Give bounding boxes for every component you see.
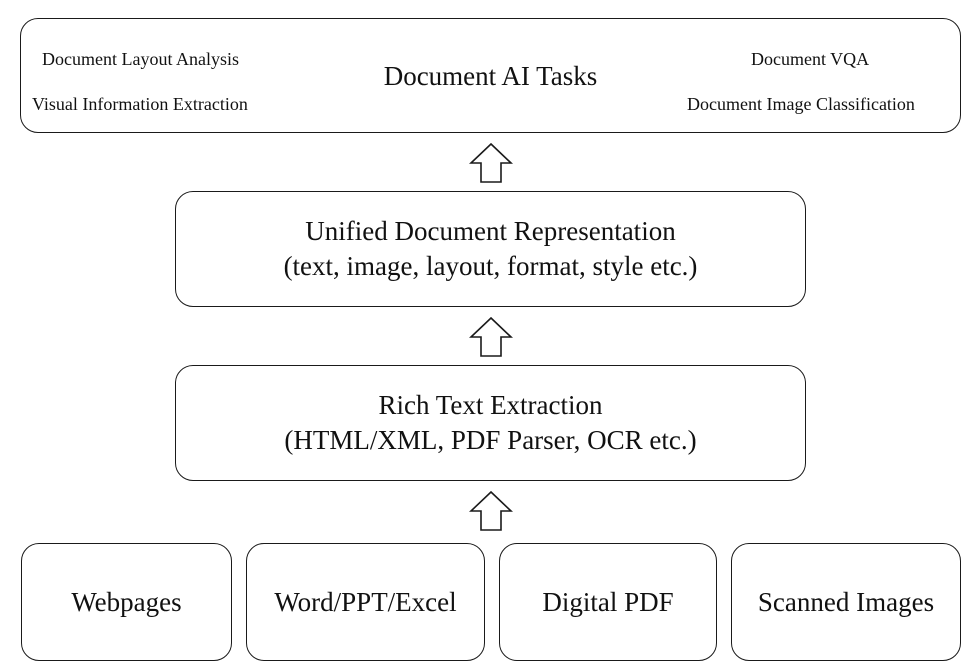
tasks-title: Document AI Tasks [383, 61, 598, 91]
source-scanned-images-box: Scanned Images [731, 543, 961, 661]
source-office-box: Word/PPT/Excel [246, 543, 485, 661]
task-visual-information-extraction: Visual Information Extraction [32, 94, 248, 114]
source-digital-pdf-box: Digital PDF [499, 543, 717, 661]
source-digital-pdf-label: Digital PDF [542, 586, 674, 617]
source-scanned-images-label: Scanned Images [757, 586, 935, 617]
up-hollow-arrow-icon [469, 143, 513, 183]
task-document-image-classification: Document Image Classification [687, 94, 915, 114]
source-office-label: Word/PPT/Excel [274, 586, 457, 617]
task-document-layout-analysis: Document Layout Analysis [42, 49, 239, 69]
up-hollow-arrow-icon [469, 317, 513, 357]
source-webpages-label: Webpages [71, 586, 182, 617]
representation-subtitle: (text, image, layout, format, style etc.… [283, 251, 698, 281]
extraction-subtitle: (HTML/XML, PDF Parser, OCR etc.) [284, 425, 697, 455]
unified-representation-box: Unified Document Representation (text, i… [175, 191, 806, 307]
task-document-vqa: Document VQA [751, 49, 870, 69]
document-ai-tasks-box: Document Layout Analysis Visual Informat… [20, 18, 961, 133]
extraction-title: Rich Text Extraction [378, 390, 603, 420]
source-webpages-box: Webpages [21, 543, 232, 661]
rich-text-extraction-box: Rich Text Extraction (HTML/XML, PDF Pars… [175, 365, 806, 481]
representation-title: Unified Document Representation [305, 216, 676, 246]
up-hollow-arrow-icon [469, 491, 513, 531]
